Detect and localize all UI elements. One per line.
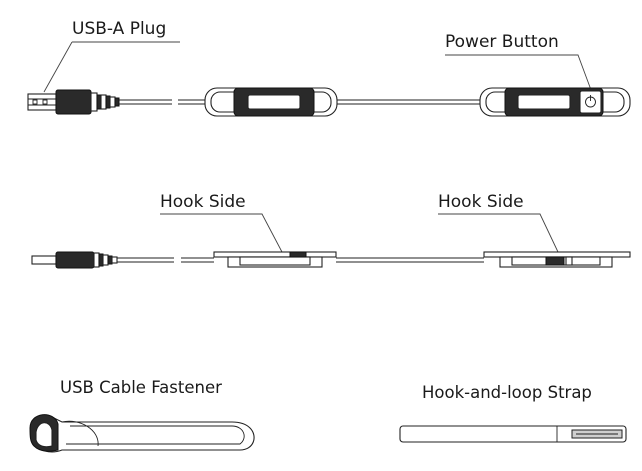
- hook-loop-strap: [399, 425, 627, 443]
- side-view: Hook Side Hook Side: [31, 192, 631, 269]
- hook-pad-right: [483, 251, 631, 258]
- light-module-left-side: [213, 251, 337, 268]
- light-module-right-side: [483, 251, 631, 268]
- usb-plug: [27, 89, 120, 115]
- usb-plug-body: [55, 89, 92, 115]
- light-module-right-top: [479, 87, 631, 117]
- usb-plug-label: USB-A Plug: [72, 19, 166, 39]
- hook-side-right-label: Hook Side: [438, 192, 524, 212]
- hook-side-left-label: Hook Side: [160, 192, 246, 212]
- usb-cable-fastener-label: USB Cable Fastener: [60, 378, 222, 397]
- hook-loop-strap-label: Hook-and-loop Strap: [422, 383, 592, 402]
- power-button-label: Power Button: [445, 32, 559, 52]
- hook-pad-left: [213, 251, 337, 258]
- hook-side-right-leader: [438, 213, 559, 253]
- power-button-leader: [445, 54, 595, 99]
- usb-cable-fastener: [29, 414, 255, 453]
- hook-side-left-leader: [160, 213, 283, 253]
- usb-plug-shell: [27, 93, 57, 111]
- accessories: USB Cable Fastener Hook-and-loop Strap: [29, 378, 627, 453]
- usb-plug-leader: [43, 41, 180, 93]
- light-module-left-top: [204, 87, 338, 117]
- module-led-window: [247, 94, 301, 110]
- top-view: USB-A Plug: [27, 19, 631, 117]
- power-button[interactable]: [579, 90, 602, 114]
